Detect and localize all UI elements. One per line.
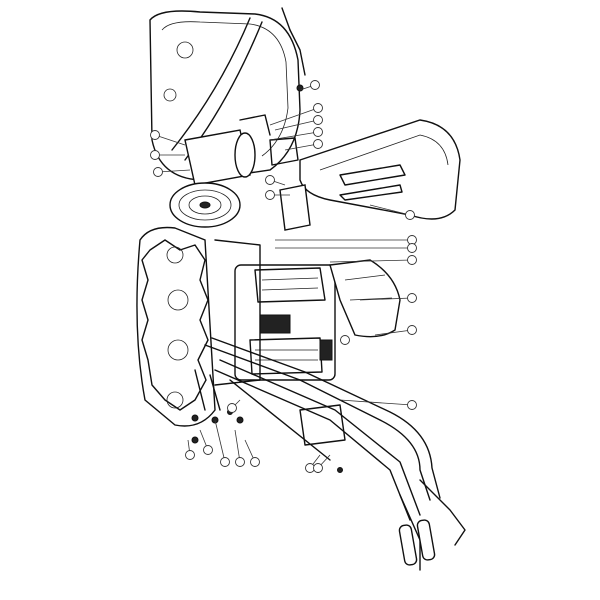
callout-balloon <box>407 400 417 410</box>
callout-balloon <box>313 103 323 113</box>
callout-balloon <box>405 210 415 220</box>
callout-balloon <box>250 457 260 467</box>
callout-balloon <box>150 150 160 160</box>
pulley-assembly <box>169 114 299 228</box>
callout-group <box>150 80 417 473</box>
callout-balloon <box>150 130 160 140</box>
engine <box>214 239 401 386</box>
callout-balloon <box>265 190 275 200</box>
leader-line <box>369 204 411 216</box>
leader-line <box>284 143 319 151</box>
callout-balloon <box>313 127 323 137</box>
leader-line <box>154 134 186 146</box>
leader-line <box>329 259 413 263</box>
leader-line <box>359 297 413 301</box>
callout-balloon <box>265 175 275 185</box>
auger-housing <box>149 7 306 181</box>
leader-line <box>214 419 226 463</box>
callout-balloon <box>407 255 417 265</box>
callout-balloon <box>313 463 323 473</box>
callout-balloon <box>407 325 417 335</box>
leader-line <box>157 169 191 173</box>
callout-balloon <box>313 115 323 125</box>
leader-line <box>274 119 319 131</box>
leader-line <box>269 131 319 141</box>
handle-frame <box>194 337 466 571</box>
callout-balloon <box>227 403 237 413</box>
leader-line <box>269 107 319 126</box>
callout-balloon <box>340 335 350 345</box>
callout-balloon <box>310 80 320 90</box>
callout-balloon <box>153 167 163 177</box>
callout-balloon <box>220 457 230 467</box>
callout-balloon <box>203 445 213 455</box>
callout-balloon <box>313 139 323 149</box>
callout-balloon <box>185 450 195 460</box>
callout-balloon <box>407 293 417 303</box>
auger-sprocket <box>136 226 216 427</box>
leader-line <box>339 399 413 406</box>
discharge-chute <box>279 119 461 231</box>
leader-line <box>234 429 241 463</box>
callout-balloon <box>235 457 245 467</box>
leader-line <box>374 329 413 336</box>
callout-balloon <box>407 243 417 253</box>
